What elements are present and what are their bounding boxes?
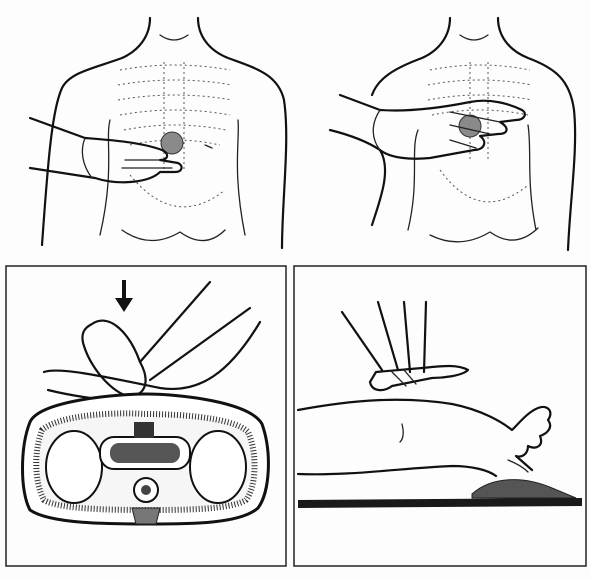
rib-line [118, 80, 232, 85]
torso-right-outline [498, 18, 575, 250]
patient-back [298, 466, 496, 476]
rescuer-hands [370, 366, 468, 390]
panel-compression-cross-section [0, 262, 292, 581]
torso-left-outline [42, 18, 150, 245]
landmark-marker [459, 115, 481, 137]
rescuer-arms [342, 302, 426, 372]
right-lung [190, 431, 246, 503]
torso-right-outline [198, 18, 286, 248]
collarbone-notch [460, 35, 488, 40]
heart-chamber [110, 443, 180, 463]
compression-arrow-icon [0, 262, 292, 581]
hand-interlock [392, 370, 416, 386]
rescuer-fingers [450, 112, 500, 148]
floor-surface [298, 498, 582, 508]
rescuer-wrist [82, 138, 92, 178]
panel-place-heel-of-hand [300, 0, 590, 262]
down-arrow-head [115, 298, 133, 312]
sternum [134, 422, 154, 438]
patient-torso-and-face [298, 400, 550, 470]
shoulder-support [472, 480, 576, 498]
rescuer-wrist [373, 110, 380, 150]
navel [400, 424, 403, 442]
rib-line [428, 95, 532, 100]
spinal-canal [141, 485, 151, 495]
spinous-process [132, 508, 160, 524]
rib-line [120, 65, 230, 70]
patient-chin [508, 460, 528, 472]
rib-line [432, 110, 528, 115]
rib-line [430, 65, 530, 70]
left-arm-crease [100, 120, 110, 235]
upper-hand [82, 321, 145, 396]
hand-locating-sternum-icon [0, 0, 300, 262]
left-arm-crease [408, 130, 418, 230]
side-view-compression-icon [292, 262, 590, 581]
panel-locate-landmark [0, 0, 300, 262]
panel-compression-side-view [292, 262, 590, 581]
rescuer-forearms [140, 282, 250, 380]
lower-rib-margin [440, 170, 528, 202]
collarbone-notch [160, 35, 188, 40]
abdomen-line [122, 230, 225, 241]
rib-line [428, 80, 532, 85]
rib-line [124, 125, 226, 130]
right-arm-crease [237, 120, 245, 235]
sternum-outline [470, 62, 488, 160]
hand-on-sternum-icon [300, 0, 590, 262]
rescuer-hand [340, 95, 525, 159]
rib-line [118, 95, 232, 100]
nipple-mark [205, 145, 212, 148]
left-lung [46, 431, 102, 503]
abdomen-line [430, 228, 538, 242]
rib-line [120, 110, 230, 115]
panel-frame [294, 266, 586, 566]
right-arm-crease [528, 125, 536, 230]
